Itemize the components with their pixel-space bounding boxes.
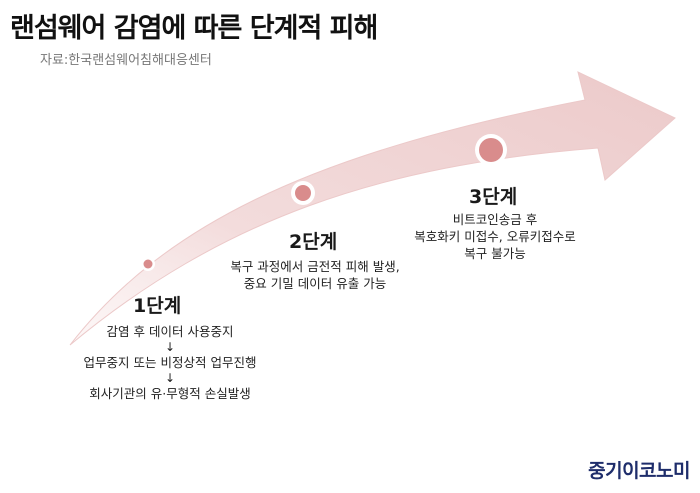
down-arrow-icon: ↓ — [164, 371, 176, 385]
stage-3-line-2: 복호화키 미접수, 오류키접수로 — [414, 229, 576, 244]
stage-3-line-3: 복구 불가능 — [464, 246, 526, 261]
stage-3-dot — [475, 134, 507, 166]
stage-3-description: 비트코인송금 후 복호화키 미접수, 오류키접수로 복구 불가능 — [395, 211, 595, 262]
stage-1-dot — [141, 257, 155, 271]
stage-2-line-1: 복구 과정에서 금전적 피해 발생, — [230, 259, 400, 274]
stage-1-flow: 감염 후 데이터 사용중지 ↓ 업무중지 또는 비정상적 업무진행 ↓ 회사기관… — [20, 323, 320, 402]
arrow-body — [69, 71, 676, 346]
source-note: 자료:한국랜섬웨어침해대응센터 — [40, 53, 212, 68]
stage-3-label: 3단계 — [469, 186, 518, 208]
stage-2-label: 2단계 — [289, 231, 338, 253]
stage-2-dot — [291, 181, 315, 205]
diagram-title: 랜섬웨어 감염에 따른 단계적 피해 — [10, 13, 378, 44]
stage-1-step-2: 업무중지 또는 비정상적 업무진행 — [83, 355, 257, 370]
stage-2-line-2: 중요 기밀 데이터 유출 가능 — [243, 276, 387, 291]
stage-1-step-1: 감염 후 데이터 사용중지 — [106, 324, 234, 339]
brand-logo: 중기이코노미 — [588, 460, 690, 482]
stage-1-label: 1단계 — [133, 295, 182, 317]
stage-2-description: 복구 과정에서 금전적 피해 발생, 중요 기밀 데이터 유출 가능 — [210, 258, 420, 292]
stage-1-step-3: 회사기관의 유·무형적 손실발생 — [89, 386, 251, 401]
down-arrow-icon: ↓ — [164, 340, 176, 354]
stage-3-line-1: 비트코인송금 후 — [452, 212, 538, 227]
